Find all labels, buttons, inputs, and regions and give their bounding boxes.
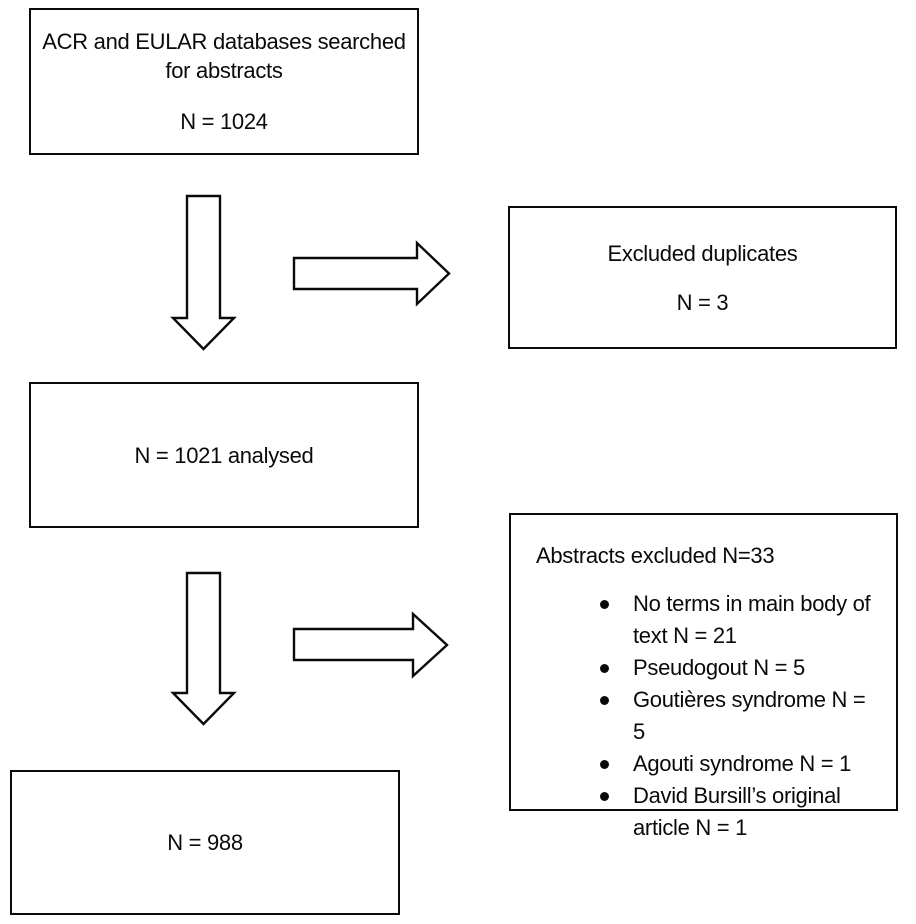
exclusion-item: No terms in main body of text N = 21 [600, 588, 878, 652]
duplicates-count: N = 3 [676, 289, 729, 315]
exclusion-item: Goutières syndrome N = 5 [600, 684, 878, 748]
box-final-count: N = 988 [10, 770, 400, 915]
box-analysed: N = 1021 analysed [29, 382, 419, 528]
exclusion-item: Pseudogout N = 5 [600, 652, 878, 684]
box-databases-searched: ACR and EULAR databases searched for abs… [29, 8, 419, 155]
box-excluded-duplicates: Excluded duplicates N = 3 [508, 206, 897, 349]
exclusion-item: David Bursill’s original article N = 1 [600, 780, 878, 844]
box-abstracts-excluded: Abstracts excluded N=33 No terms in main… [509, 513, 898, 840]
exclusion-reasons-list: No terms in main body of text N = 21 Pse… [536, 588, 878, 844]
right-arrow-2 [292, 611, 449, 679]
right-arrow-1 [292, 240, 451, 307]
abstracts-title: Abstracts excluded N=33 [536, 543, 775, 568]
duplicates-title: Excluded duplicates [607, 240, 798, 266]
final-count-label: N = 988 [167, 830, 243, 855]
down-arrow-2 [170, 571, 237, 726]
searched-title-line-2: for abstracts [165, 58, 283, 83]
exclusion-item: Agouti syndrome N = 1 [600, 748, 878, 780]
analysed-label: N = 1021 analysed [134, 442, 314, 468]
searched-title-line-1: ACR and EULAR databases searched [42, 29, 406, 54]
down-arrow-1 [170, 194, 237, 351]
searched-count: N = 1024 [180, 109, 268, 134]
